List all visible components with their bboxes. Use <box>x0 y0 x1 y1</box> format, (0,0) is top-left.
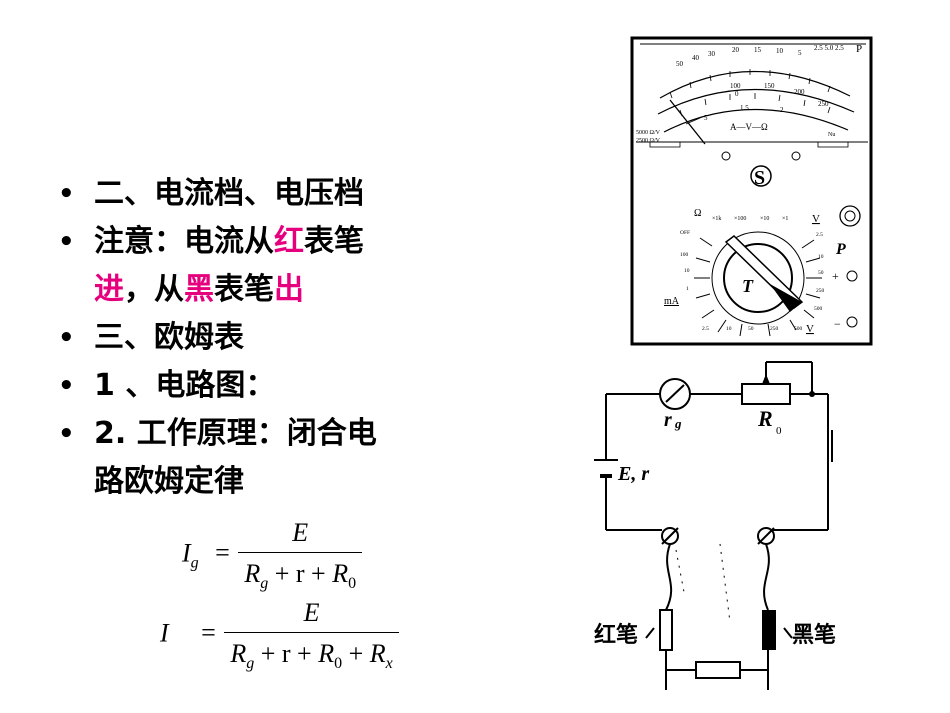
svg-text:OFF: OFF <box>680 230 690 236</box>
svg-text:15: 15 <box>754 46 762 54</box>
svg-text:30: 30 <box>708 50 716 58</box>
svg-text:100: 100 <box>730 82 741 90</box>
meter-logo-icon <box>750 165 772 187</box>
svg-text:50: 50 <box>676 60 684 68</box>
meter-left-ranges: OFF 100 10 1 <box>680 230 690 292</box>
svg-text:2.5: 2.5 <box>702 326 709 332</box>
svg-text:500: 500 <box>794 326 803 332</box>
svg-text:50: 50 <box>818 270 824 276</box>
svg-text:10: 10 <box>684 268 690 274</box>
svg-text:g: g <box>674 416 682 431</box>
svg-text:10: 10 <box>818 254 824 260</box>
svg-text:20: 20 <box>732 46 740 54</box>
ohmmeter-circuit-diagram: r g R 0 E, r 红笔 黑笔 <box>594 361 836 690</box>
bullet-ohmmeter: 三、欧姆表 <box>58 314 458 362</box>
svg-text:250: 250 <box>770 326 779 332</box>
svg-text:×100: ×100 <box>734 216 746 222</box>
bullet-current-voltage: 二、电流档、电压档 <box>58 170 458 218</box>
svg-text:100: 100 <box>680 252 689 258</box>
svg-text:50: 50 <box>748 326 754 332</box>
svg-text:5: 5 <box>798 49 802 57</box>
svg-text:S: S <box>754 167 765 189</box>
svg-text:10: 10 <box>776 47 784 55</box>
svg-text:mA: mA <box>664 296 680 307</box>
meter-right-ranges: 2.5 10 50 250 500 <box>814 232 825 312</box>
svg-text:Ω: Ω <box>694 208 701 219</box>
meter-needle <box>669 99 706 145</box>
meter-mid-scale: 100 0 150 200 250 <box>730 82 829 108</box>
svg-text:10: 10 <box>726 326 732 332</box>
svg-text:1: 1 <box>686 286 689 292</box>
battery-label: E, r <box>617 463 649 485</box>
svg-text:200: 200 <box>794 88 805 96</box>
svg-text:+: + <box>832 269 839 283</box>
black-pen-icon <box>762 610 776 650</box>
rheostat-label: R 0 <box>757 406 782 437</box>
plus-terminal-icon[interactable] <box>846 270 858 282</box>
galvanometer-label: r g <box>664 409 682 431</box>
red-pen-label: 红笔 <box>594 622 638 647</box>
svg-text:P: P <box>835 241 846 258</box>
svg-text:150: 150 <box>764 82 775 90</box>
svg-text:40: 40 <box>692 54 700 62</box>
svg-text:P: P <box>856 43 862 55</box>
meter-sensitivity-1: 5000 Ω/V <box>636 130 661 136</box>
svg-text:−: − <box>834 317 841 331</box>
ohm-range-labels: ×1k ×100 ×10 ×1 <box>712 216 788 222</box>
meter-low-scale: 5 1.5 2 <box>704 104 784 122</box>
svg-text:500: 500 <box>814 306 823 312</box>
svg-text:V: V <box>812 213 820 225</box>
svg-text:R: R <box>757 406 773 431</box>
svg-text:5: 5 <box>704 114 708 122</box>
svg-text:×10: ×10 <box>760 216 769 222</box>
adjust-knob-icon[interactable] <box>839 205 861 227</box>
multimeter-illustration: 50 40 30 20 15 10 5 2.5 5.0 2.5 P 100 0 … <box>630 36 873 346</box>
meter-corner-label: Nu <box>828 132 835 138</box>
svg-text:2.5 5.0 2.5: 2.5 5.0 2.5 <box>814 44 844 52</box>
svg-text:250: 250 <box>816 288 825 294</box>
svg-text:250: 250 <box>818 100 829 108</box>
svg-text:×1k: ×1k <box>712 216 721 222</box>
svg-text:r: r <box>664 409 672 431</box>
meter-sensitivity-2: 2500 Ω/V <box>636 138 661 144</box>
svg-text:×1: ×1 <box>782 216 788 222</box>
black-pen-label: 黑笔 <box>792 622 836 647</box>
svg-text:0: 0 <box>776 425 782 437</box>
svg-text:V: V <box>806 323 814 335</box>
range-selector-dial[interactable]: T <box>694 231 822 337</box>
minus-terminal-icon[interactable] <box>846 316 858 328</box>
formula-i: I = E Rg + r + R0 + Rx <box>160 598 399 673</box>
svg-text:2.5: 2.5 <box>816 232 823 238</box>
svg-text:1.5: 1.5 <box>740 104 749 112</box>
meter-top-scale: 50 40 30 20 15 10 5 2.5 5.0 2.5 P <box>676 43 862 68</box>
meter-bottom-ranges: 2.5 10 50 250 500 <box>702 326 803 332</box>
svg-text:2: 2 <box>780 106 784 114</box>
svg-text:0: 0 <box>735 90 739 98</box>
meter-panel-label: A—V—Ω <box>730 122 768 132</box>
bullet-circuit-diagram: 1 、电路图： <box>58 362 458 410</box>
formula-ig: Ig = E Rg + r + R0 <box>182 518 363 593</box>
svg-text:T: T <box>742 276 754 296</box>
